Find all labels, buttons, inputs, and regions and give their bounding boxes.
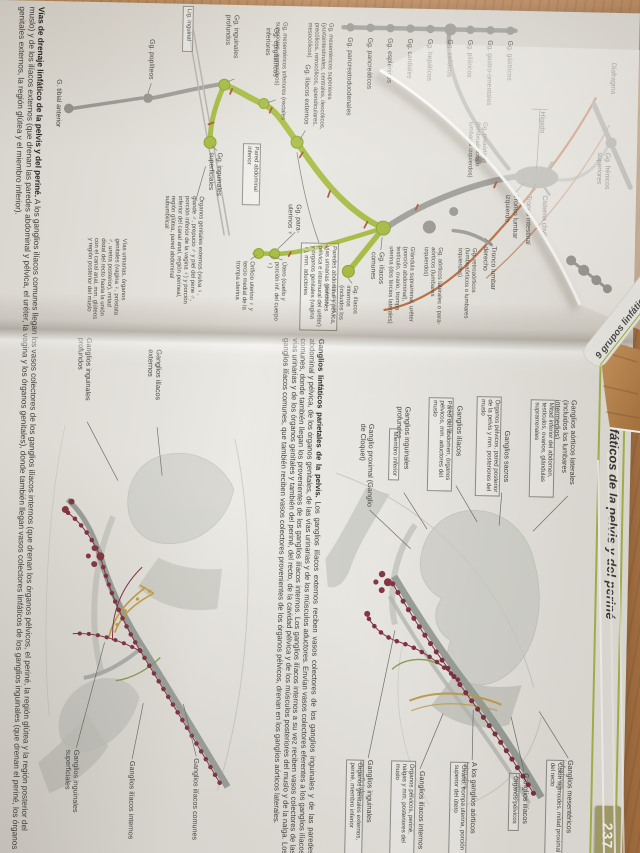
flow-label-inguinales-superficiales: Gg. inguinales superficiales [207, 152, 223, 197]
flow-label-retroaorticos: Gg. retroaórticos (lumboaórticos o lumba… [456, 247, 477, 319]
flow-label-preaorticos: Gg. preaórticos (lumboaórticos o lumbare… [466, 121, 488, 178]
flow-label-frenicos-superiores: Gg. frénicos superiores [595, 152, 611, 190]
flow-box-pared-abdominal: Pared abdominal inferior [241, 143, 262, 206]
flow-label-suprarrenal: Glándula suprarrenal, uréter (porción ab… [386, 246, 415, 324]
flow-label-tibial-anterior: G. tibial anterior [54, 79, 63, 128]
flow-box-lig-inguinal: Lig. inguinal [182, 5, 194, 53]
flow-label-esplenicos: Gg. esplénicos [385, 38, 394, 84]
flow-label-organos-genitales-ext: Órganos genitales externos (vulva ♀, gla… [162, 195, 204, 304]
parietal-paragraph-body: Los ganglios ilíacos externos reciben va… [271, 337, 323, 853]
flow-label-inguinales-profundos: Gg. inguinales profundos [224, 14, 240, 59]
flow-label-piloricos: Gg. pilóricos [465, 39, 474, 78]
flow-label-utero: Útero (cuello y porción inf. del cuerpo … [266, 261, 287, 321]
flow-label-tronco-lumbar-der: Tronco lumbar derecho [481, 246, 497, 291]
flow-label-higado: Hígado [538, 111, 546, 134]
flow-label-diafragma: Diafragma [609, 62, 617, 95]
flow-label-popliteos: Gg. poplíteos [147, 39, 156, 80]
header-rule-bottom [589, 344, 602, 853]
page-number: 237 [599, 822, 616, 850]
flow-label-hepaticos: Gg. hepáticos [425, 38, 434, 82]
pelvis-illustration-a [325, 472, 545, 812]
pelvis-illustration-b [38, 425, 249, 794]
flow-box-paredes: Paredes abdominal y pélvica, vías urinar… [298, 242, 339, 332]
flow-label-celiacos: Gg. celíacos [445, 39, 454, 78]
flow-label-orificio-uterino: Orificio uterino ♀ y tercio medial de la… [233, 260, 255, 311]
flow-label-iliacos-externos: Gg. ilíacos externos [302, 64, 311, 125]
flow-label-aorticos-laterales: Gg. aórticos laterales o para-aórticos (… [422, 246, 443, 325]
flow-label-cardiales: Gg. cardiales [405, 38, 414, 79]
parietal-paragraph: Ganglios linfáticos parietales de la pel… [270, 337, 326, 853]
flow-label-tronco-lumbar-izq: Tronco lumbar izquierdo [503, 194, 520, 239]
flow-label-tronco-intestinal: Tronco intestinal [523, 195, 533, 245]
flow-label-cisterna: Cisterna chyli [540, 195, 549, 237]
flow-label-gastricos: Gg. gástricos [505, 40, 514, 81]
flow-label-gastroomentales: Gg. gastro-omentales [484, 40, 494, 106]
flow-label-parauterinos: Gg. para-uterinos ♀ [286, 204, 302, 236]
figb-label-iliacos-externos: Ganglios ilíacos externos [146, 349, 164, 401]
flow-label-epigastricos: Gg. epigástricos inferiores [264, 27, 280, 77]
flow-label-pancreatoduodenales: Gg. pancreatoduodenales [344, 37, 354, 116]
flow-label-iliacos-comunes: Gg. ilíacos comunes [369, 251, 385, 285]
figb-label-inguinales-profundos: Ganglios inguinales profundos [76, 337, 94, 401]
flow-label-vias-urinarias: Vías urinarias, órganos genitales (vagin… [85, 237, 128, 320]
flow-label-pancreaticos: Gg. pancreáticos [365, 37, 374, 90]
page-number-tab: 237 [594, 805, 622, 853]
